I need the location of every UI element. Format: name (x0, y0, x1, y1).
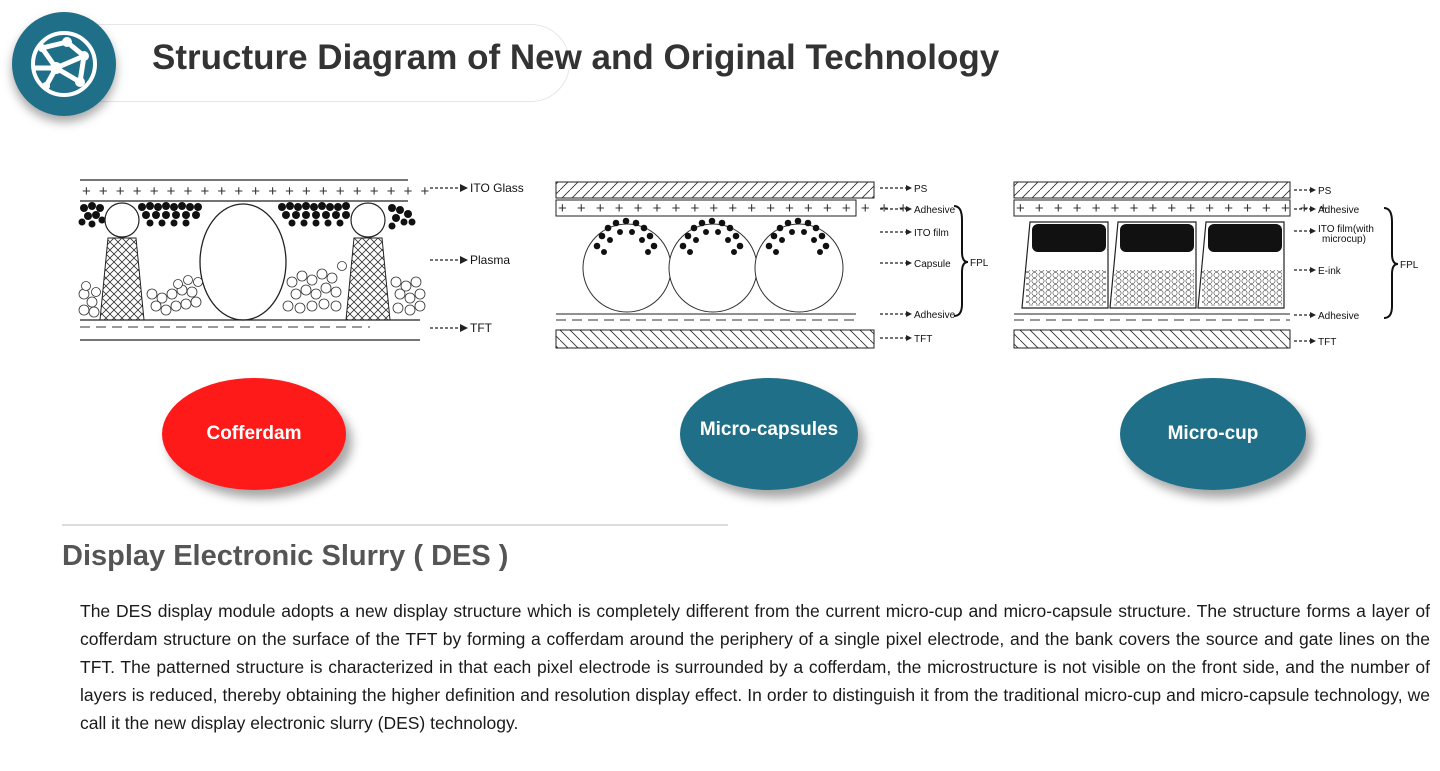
label-ito-film-line2: microcup) (1322, 234, 1366, 245)
label-e-ink: E-ink (1318, 266, 1342, 277)
label-ito-film: ITO film (914, 228, 949, 239)
svg-text:+ + + + + + + + + + + + + + +: + + + + + + + + + + + + + + + + + (1016, 200, 1331, 217)
logo (12, 12, 116, 116)
page-title: Structure Diagram of New and Original Te… (152, 38, 1000, 77)
label-ito-glass: ITO Glass (470, 181, 524, 195)
network-globe-icon (31, 31, 97, 97)
cofferdam-label: Cofferdam (206, 423, 302, 444)
svg-text:+ + + + + + + + + + + + + + +: + + + + + + + + + + + + + + + + + + + + … (82, 183, 431, 200)
label-capsule: Capsule (914, 259, 951, 270)
label-tft: TFT (1318, 337, 1336, 348)
label-fpl: FPL (970, 258, 989, 269)
capsule-particles (593, 217, 830, 255)
label-plasma: Plasma (470, 253, 510, 267)
cofferdam-diagram: + + + + + + + + + + + + + + + + + + + + … (78, 179, 524, 341)
micro-capsules-button[interactable]: Micro-capsules (680, 378, 858, 490)
svg-text:+ + + + + + + + + + + + + + +: + + + + + + + + + + + + + + + + + + + (558, 200, 910, 217)
micro-capsules-diagram: + + + + + + + + + + + + + + + + + + + PS… (555, 181, 989, 349)
label-ps: PS (914, 184, 928, 195)
label-tft: TFT (914, 334, 932, 345)
micro-cup-label: Micro-cup (1167, 423, 1259, 444)
section-divider (62, 524, 728, 526)
cup-black-ink (1032, 224, 1282, 252)
label-adhesive-top: Adhesive (914, 205, 956, 216)
black-particles (78, 202, 416, 230)
micro-cup-button[interactable]: Micro-cup (1120, 378, 1306, 490)
title-bar (60, 24, 570, 102)
micro-cup-diagram: + + + + + + + + + + + + + + + + + PS Adh… (1013, 181, 1419, 349)
des-description: The DES display module adopts a new disp… (80, 601, 1430, 733)
label-tft: TFT (470, 321, 493, 335)
label-adhesive-bottom: Adhesive (1318, 311, 1360, 322)
label-ps: PS (1318, 186, 1332, 197)
micro-capsules-label: Micro-capsules (699, 419, 839, 440)
label-fpl: FPL (1400, 260, 1419, 271)
cofferdam-button[interactable]: Cofferdam (162, 378, 346, 490)
section-title: Display Electronic Slurry ( DES ) (62, 540, 509, 572)
white-particles (78, 261, 426, 318)
fpl-brace (953, 205, 969, 317)
label-adhesive-top: Adhesive (1318, 205, 1360, 216)
label-ito-film-line1: ITO film(with (1318, 224, 1374, 235)
label-adhesive-bottom: Adhesive (914, 310, 956, 321)
cup-white-ink (1026, 270, 1282, 306)
fpl-brace (1383, 207, 1399, 319)
